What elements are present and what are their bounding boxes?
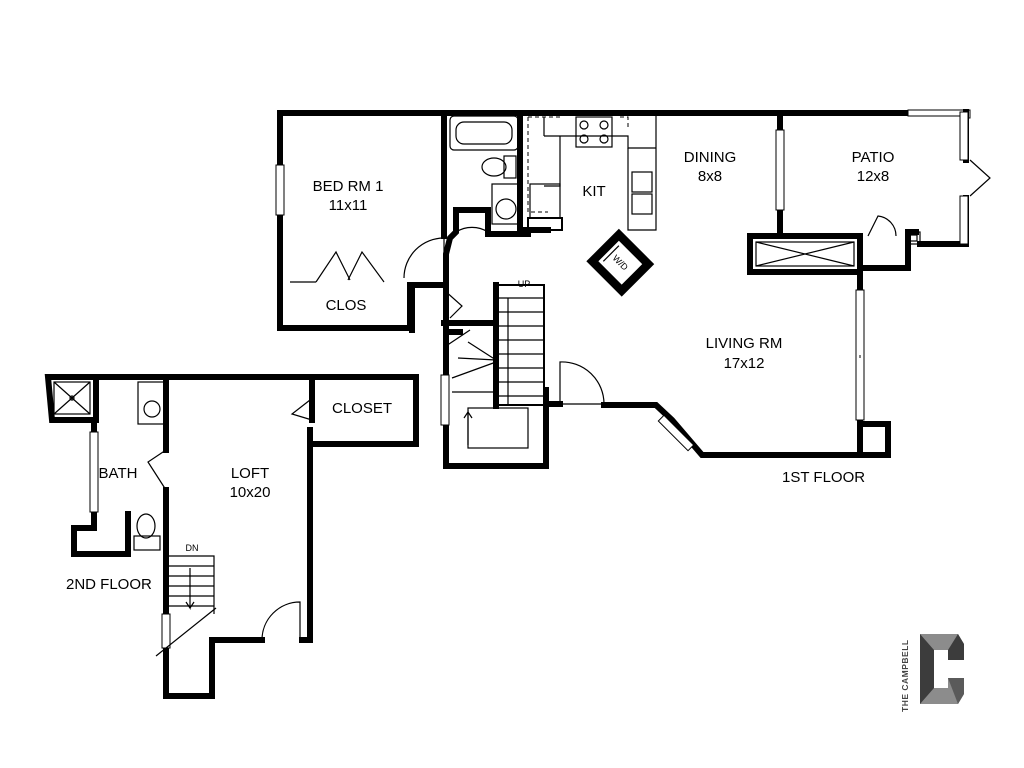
stairs-up — [451, 284, 545, 449]
first-floor-label: 1ST FLOOR — [782, 469, 865, 486]
loft-closet-label: CLOSET — [332, 400, 392, 417]
bed-rm-size: 11x11 — [329, 197, 368, 214]
bath-label: BATH — [99, 465, 138, 482]
second-floor-walls — [44, 374, 419, 699]
washer-dryer — [586, 228, 655, 297]
loft-size: 10x20 — [230, 484, 271, 501]
bed-rm-name: BED RM 1 — [313, 178, 384, 195]
stairs-up-label: UP — [518, 279, 531, 289]
dining-name: DINING — [684, 149, 737, 166]
second-floor-label: 2ND FLOOR — [66, 576, 152, 593]
closet-label: CLOS — [326, 297, 367, 314]
patio-enclosure — [867, 109, 991, 247]
stairs-down-label: DN — [186, 543, 199, 553]
kitchen-fixtures — [527, 113, 657, 231]
loft-name: LOFT — [231, 465, 269, 482]
the-campbell-logo: THE CAMPBELL — [900, 634, 964, 712]
patio-name: PATIO — [852, 149, 895, 166]
living-name: LIVING RM — [706, 335, 783, 352]
bathroom-fixtures-first — [449, 115, 521, 225]
second-floor-fixtures — [53, 381, 313, 641]
brand-name: THE CAMPBELL — [900, 639, 910, 712]
living-size: 17x12 — [724, 355, 765, 372]
first-floor-doors — [290, 226, 605, 405]
patio-size: 12x8 — [857, 168, 890, 185]
first-floor-windows — [275, 129, 865, 452]
kitchen-label: KIT — [582, 183, 605, 200]
stairs-down — [155, 555, 217, 657]
dining-size: 8x8 — [698, 168, 722, 185]
fireplace — [755, 241, 855, 267]
